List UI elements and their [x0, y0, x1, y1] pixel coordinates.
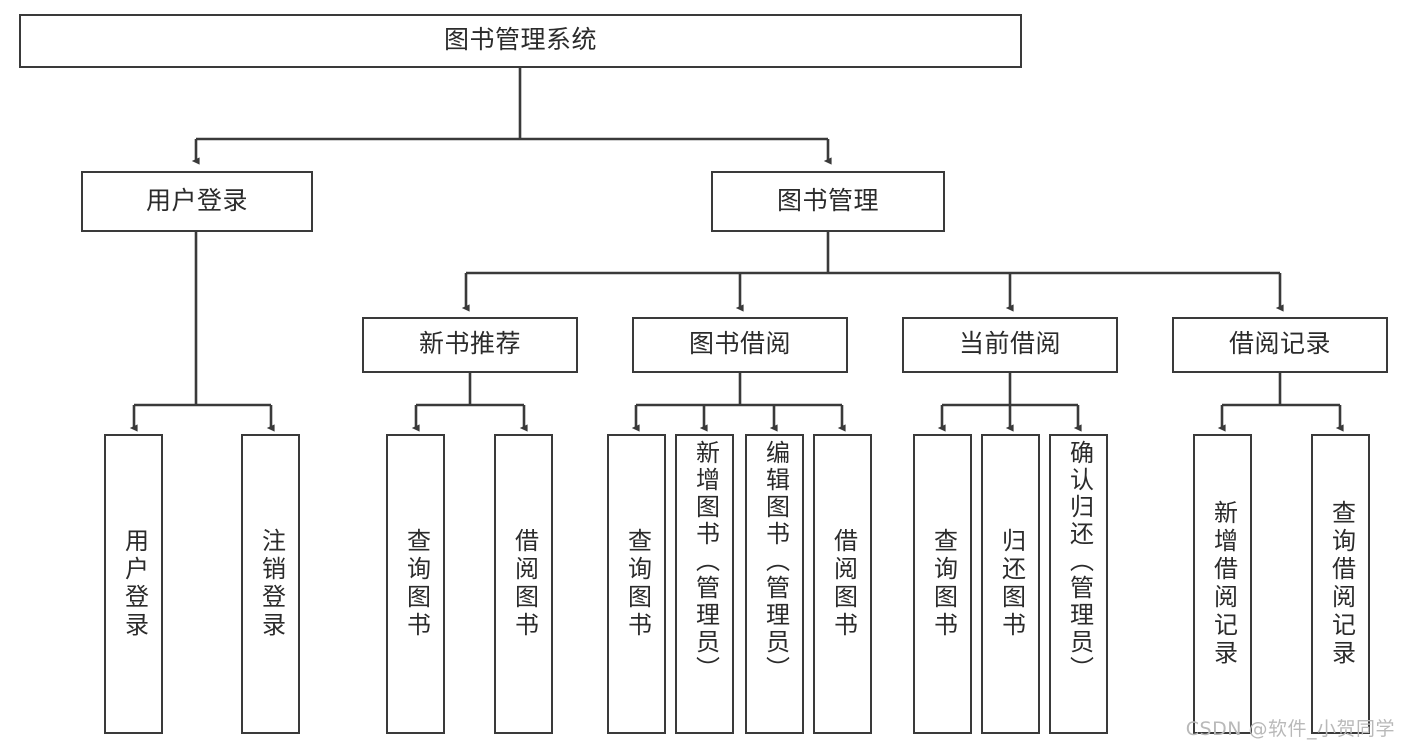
node-label: 查询图书 — [623, 528, 651, 640]
leaf-query-borrow-record[interactable]: 查询借阅记录 — [1311, 434, 1370, 734]
node-book-borrow[interactable]: 图书借阅 — [632, 317, 848, 373]
node-label: 当前借阅 — [958, 330, 1061, 359]
node-label: 图书管理系统 — [443, 26, 597, 55]
node-label: 新增图书（管理员） — [691, 440, 719, 683]
leaf-borrow-book-recommend[interactable]: 借阅图书 — [494, 434, 553, 734]
leaf-edit-book-admin[interactable]: 编辑图书（管理员） — [745, 434, 804, 734]
node-label: 查询图书 — [402, 528, 430, 640]
node-root-system[interactable]: 图书管理系统 — [19, 14, 1022, 68]
leaf-borrow-book[interactable]: 借阅图书 — [813, 434, 872, 734]
node-label: 新增借阅记录 — [1209, 500, 1237, 668]
leaf-query-book-recommend[interactable]: 查询图书 — [386, 434, 445, 734]
node-label: 借阅记录 — [1228, 330, 1331, 359]
node-current-borrow[interactable]: 当前借阅 — [902, 317, 1118, 373]
node-label: 确认归还（管理员） — [1065, 440, 1093, 683]
node-label: 用户登录 — [145, 186, 248, 215]
leaf-add-book-admin[interactable]: 新增图书（管理员） — [675, 434, 734, 734]
leaf-user-login[interactable]: 用户登录 — [104, 434, 163, 734]
node-book-management[interactable]: 图书管理 — [711, 171, 945, 232]
node-label: 用户登录 — [120, 528, 148, 640]
node-borrow-record[interactable]: 借阅记录 — [1172, 317, 1388, 373]
node-new-book-recommend[interactable]: 新书推荐 — [362, 317, 578, 373]
node-user-login[interactable]: 用户登录 — [81, 171, 313, 232]
node-label: 图书借阅 — [688, 330, 791, 359]
node-label: 编辑图书（管理员） — [761, 440, 789, 683]
leaf-return-book[interactable]: 归还图书 — [981, 434, 1040, 734]
node-label: 借阅图书 — [829, 528, 857, 640]
leaf-confirm-return-admin[interactable]: 确认归还（管理员） — [1049, 434, 1108, 734]
node-label: 借阅图书 — [510, 528, 538, 640]
node-label: 查询借阅记录 — [1327, 500, 1355, 668]
leaf-query-book-current[interactable]: 查询图书 — [913, 434, 972, 734]
watermark-text: CSDN @软件_小贺同学 — [1185, 718, 1395, 740]
node-label: 图书管理 — [776, 186, 879, 215]
leaf-add-borrow-record[interactable]: 新增借阅记录 — [1193, 434, 1252, 734]
node-label: 新书推荐 — [418, 330, 521, 359]
node-label: 注销登录 — [257, 528, 285, 640]
leaf-query-book-borrow[interactable]: 查询图书 — [607, 434, 666, 734]
leaf-logout[interactable]: 注销登录 — [241, 434, 300, 734]
node-label: 查询图书 — [929, 528, 957, 640]
node-label: 归还图书 — [997, 528, 1025, 640]
